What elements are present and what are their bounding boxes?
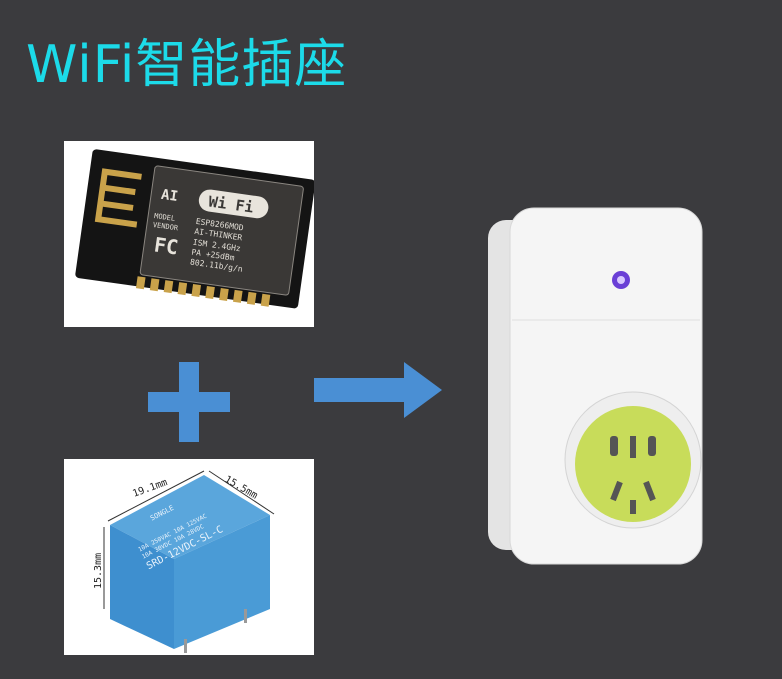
- width-dimension: 19.1mm: [131, 477, 169, 500]
- arrow-right-icon: [314, 360, 444, 420]
- relay-image: 19.1mm 15.5mm 15.3mm SONGLE 10A 250VAC 1…: [64, 459, 314, 655]
- svg-text:FC: FC: [153, 232, 180, 259]
- model-label: MODEL: [154, 212, 176, 223]
- height-dimension: 15.3mm: [93, 553, 104, 589]
- wifi-module-image: AI Wi Fi MODEL VENDOR ESP8266MOD AI-THIN…: [64, 141, 316, 327]
- vendor-label: VENDOR: [152, 221, 179, 233]
- plus-icon: [148, 362, 230, 442]
- page-title: WiFi智能插座: [26, 35, 348, 95]
- socket-face: [575, 406, 691, 522]
- svg-text:AI: AI: [160, 187, 179, 205]
- smart-plug-image: [480, 200, 710, 570]
